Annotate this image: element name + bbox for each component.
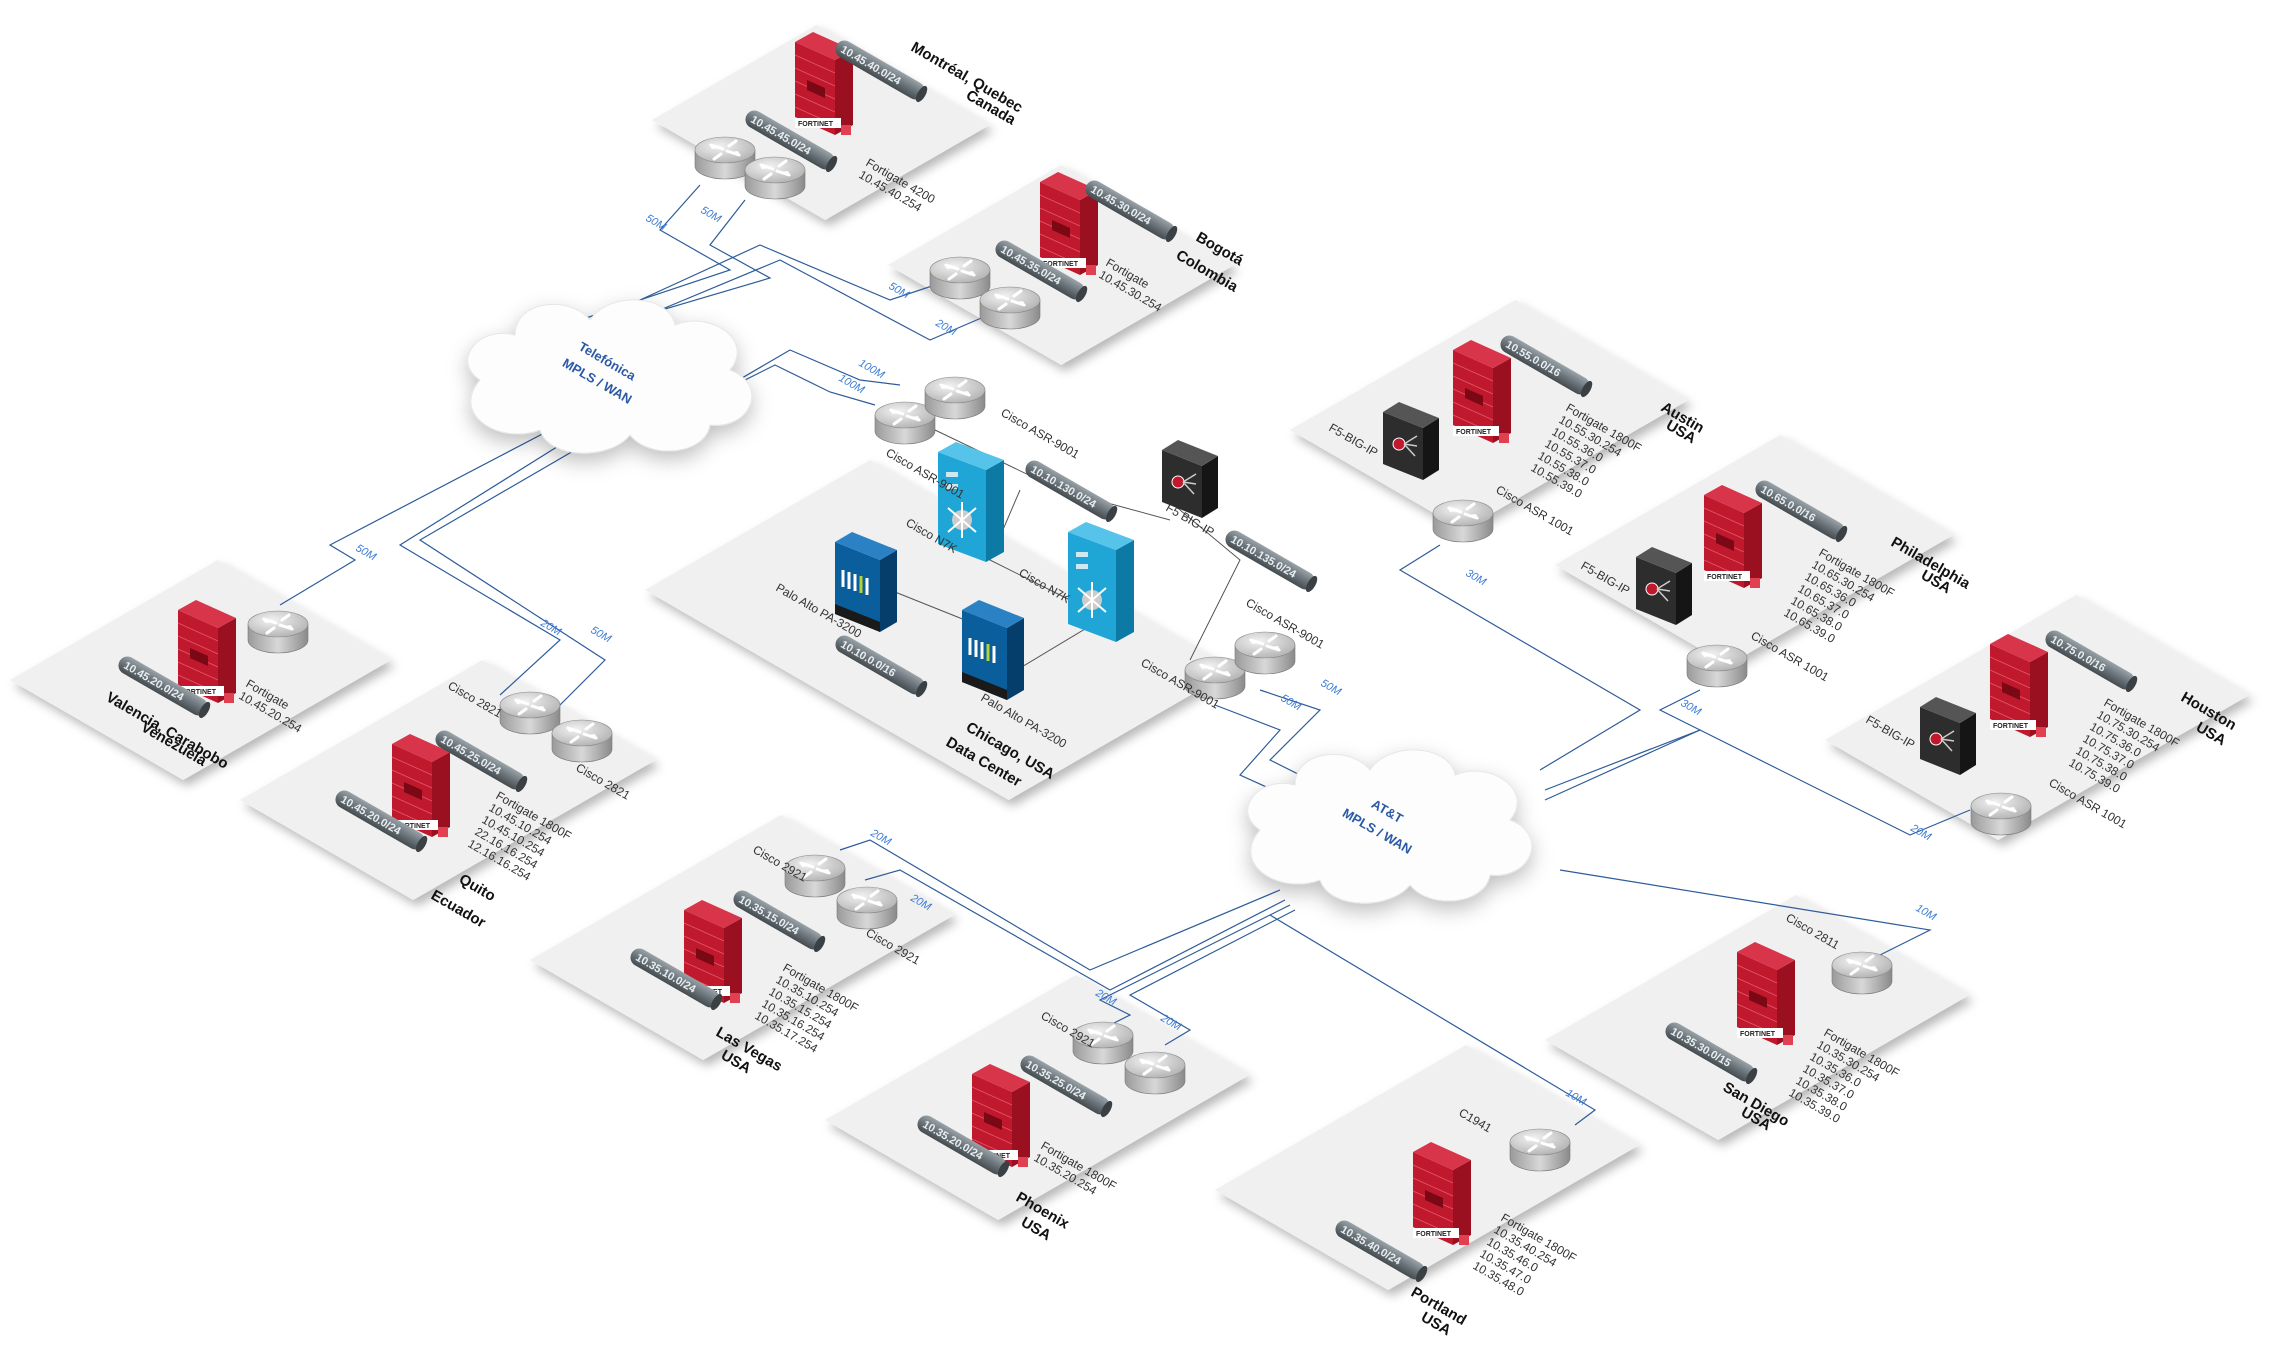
fortinet-logo: FORTINET (798, 121, 834, 128)
router-houston[interactable] (1970, 792, 2032, 836)
paloalto-firewall-1[interactable] (835, 532, 897, 632)
router-sandiego[interactable] (1831, 951, 1893, 995)
site-platform-chicago (645, 460, 1234, 800)
f5-bigip-austin[interactable] (1383, 402, 1439, 480)
wan-link (1559, 869, 1932, 956)
f5-bigip-chicago[interactable] (1162, 440, 1218, 518)
fortinet-firewall-philadelphia[interactable]: FORTINET (1703, 485, 1762, 588)
wan-link (639, 244, 966, 301)
router-montreal-1[interactable] (694, 136, 756, 180)
wan-link (1544, 729, 1971, 836)
bandwidth-label: 50M (887, 280, 912, 302)
wan-link (729, 349, 901, 386)
bandwidth-label: 20M (868, 827, 894, 849)
fortinet-logo: FORTINET (1456, 429, 1492, 436)
bandwidth-label: 50M (589, 624, 614, 646)
wan-link (1269, 914, 1597, 1126)
lan-link (1179, 509, 1241, 661)
router-bogota-1[interactable] (929, 256, 991, 300)
wan-link (1098, 904, 1291, 1031)
cisco-n7k-switch-2[interactable] (1068, 522, 1134, 642)
fortinet-firewall-quito[interactable]: FORTINET (391, 734, 450, 837)
wan-link (1544, 689, 1702, 791)
bandwidth-label: 50M (354, 542, 379, 564)
site-name: Quito (456, 871, 498, 905)
bandwidth-label: 50M (644, 212, 669, 234)
fortinet-logo: FORTINET (181, 689, 217, 696)
devices: FORTINET10.45.40.0/2410.45.45.0/24FORTIN… (118, 32, 2138, 1283)
wan-link (279, 429, 551, 606)
f5-bigip-houston[interactable] (1920, 697, 1976, 775)
bandwidth-label: 50M (699, 204, 724, 226)
fortinet-firewall-houston[interactable]: FORTINET (1989, 634, 2048, 737)
wan-link (864, 869, 1286, 991)
router-philadelphia[interactable] (1686, 644, 1748, 688)
bandwidth-label: 20M (933, 317, 959, 339)
lan-link (889, 589, 966, 621)
fortinet-firewall-valencia[interactable]: FORTINET (177, 600, 236, 703)
fortinet-logo: FORTINET (395, 823, 431, 830)
lan-link (979, 554, 1071, 601)
network-segment: 10.10.135.0/24 (1225, 530, 1318, 593)
router-quito-1[interactable] (499, 691, 561, 735)
wan-link (839, 839, 1281, 971)
fortinet-logo: FORTINET (1707, 574, 1743, 581)
router-phoenix-1[interactable] (1072, 1021, 1134, 1065)
network-cidr: 10.10.135.0/24 (1228, 534, 1298, 582)
wan-link (1398, 544, 1642, 771)
router-chicago-1[interactable] (874, 401, 936, 445)
router-montreal-2[interactable] (744, 156, 806, 200)
router-chicago-2[interactable] (924, 376, 986, 420)
fortinet-firewall-sandiego[interactable]: FORTINET (1736, 942, 1795, 1045)
network-cidr: 10.10.130.0/24 (1028, 464, 1098, 512)
fortinet-logo: FORTINET (1993, 723, 2029, 730)
bandwidth-label: 30M (1679, 697, 1704, 719)
router-valencia[interactable] (247, 610, 309, 654)
network-segment: 10.10.130.0/24 (1025, 460, 1118, 523)
bandwidth-label: 20M (538, 617, 564, 639)
router-lasvegas-1[interactable] (784, 854, 846, 898)
wan-link (398, 444, 562, 696)
router-austin[interactable] (1432, 499, 1494, 543)
bandwidth-label: 30M (1464, 567, 1489, 589)
bandwidth-label: 20M (1908, 822, 1934, 844)
bandwidth-label: 50M (1319, 677, 1344, 699)
bandwidth-label: 50M (1279, 692, 1304, 714)
wan-link (659, 259, 1001, 341)
bandwidth-label: 100M (857, 357, 888, 382)
wan-link (1128, 909, 1296, 1046)
paloalto-firewall-2[interactable] (962, 600, 1024, 700)
bandwidth-label: 10M (1914, 902, 1939, 924)
router-quito-2[interactable] (551, 719, 613, 763)
router-phoenix-2[interactable] (1124, 1051, 1186, 1095)
router-label: Cisco ASR-9001 (999, 405, 1083, 461)
fortinet-logo: FORTINET (1740, 1031, 1776, 1038)
router-chicago-4[interactable] (1234, 631, 1296, 675)
fortinet-firewall-bogota[interactable]: FORTINET (1039, 172, 1098, 275)
wan-link (418, 449, 606, 716)
site-platform-phoenix (825, 975, 1250, 1220)
f5-bigip-philadelphia[interactable] (1636, 547, 1692, 625)
fortinet-firewall-austin[interactable]: FORTINET (1452, 340, 1511, 443)
site-platform-lasvegas (530, 815, 955, 1060)
fortinet-logo: FORTINET (1043, 261, 1079, 268)
fortinet-firewall-phoenix[interactable]: FORTINET (971, 1064, 1030, 1167)
fortinet-logo: FORTINET (1416, 1231, 1452, 1238)
router-lasvegas-2[interactable] (836, 886, 898, 930)
cisco-n7k-switch-1[interactable] (938, 442, 1004, 562)
router-bogota-2[interactable] (979, 286, 1041, 330)
router-portland[interactable] (1509, 1128, 1571, 1172)
network-segment: 10.75.0.0/16 (2045, 630, 2138, 693)
fortinet-firewall-portland[interactable]: FORTINET (1412, 1142, 1471, 1245)
router-chicago-3[interactable] (1184, 656, 1246, 700)
